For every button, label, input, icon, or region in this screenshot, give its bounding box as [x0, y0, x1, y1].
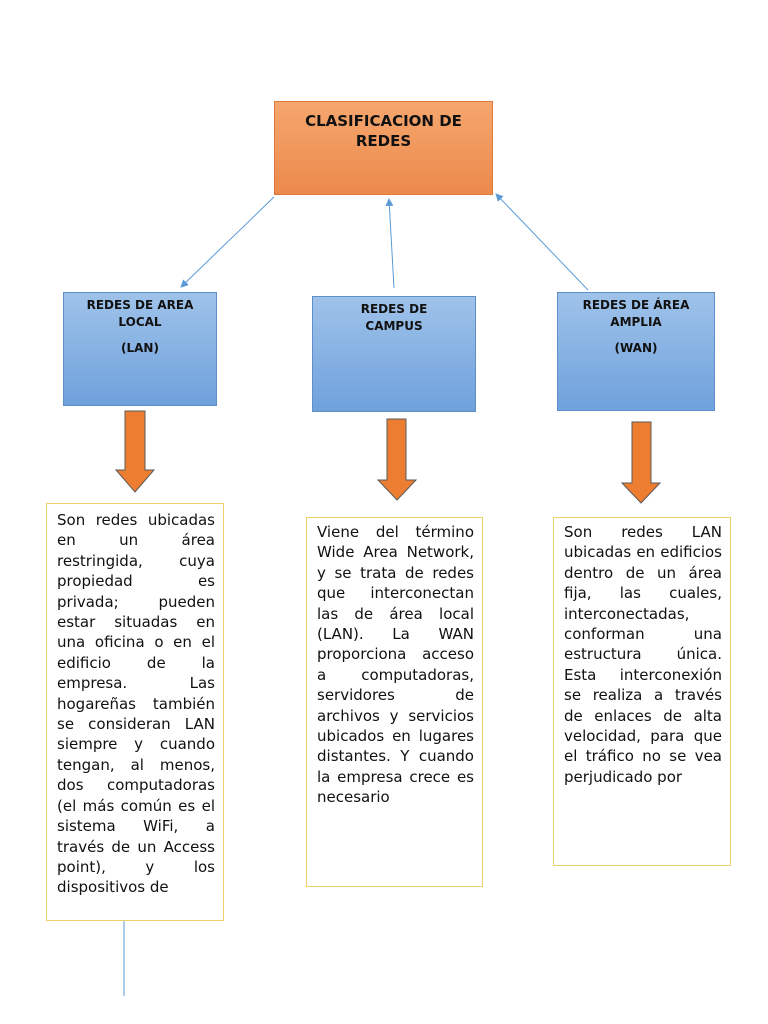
description-campus-text: Viene del término Wide Area Network, y s…: [317, 523, 474, 807]
down-arrow-wan: [620, 421, 662, 504]
root-title: CLASIFICACION DE REDES: [305, 112, 462, 150]
description-lan: Son redes ubicadas en un área restringid…: [46, 503, 224, 921]
connector-lan: [180, 196, 275, 288]
description-wan: Son redes LAN ubicadas en edificios dent…: [553, 517, 731, 866]
description-campus: Viene del término Wide Area Network, y s…: [306, 517, 483, 887]
description-lan-text: Son redes ubicadas en un área restringid…: [57, 511, 215, 897]
category-lan-title: REDES DE AREA LOCAL: [86, 298, 194, 329]
down-arrow-campus: [376, 418, 418, 501]
connector-wan: [495, 193, 589, 291]
category-wan-title: REDES DE ÁREA AMPLIA: [582, 298, 690, 329]
category-campus: REDES DE CAMPUS: [312, 296, 476, 412]
category-lan-abbr: (LAN): [121, 341, 159, 355]
category-campus-title: REDES DE CAMPUS: [360, 302, 428, 333]
category-wan: REDES DE ÁREA AMPLIA (WAN): [557, 292, 715, 411]
connector-campus: [385, 198, 395, 289]
down-arrow-lan: [114, 410, 156, 493]
category-lan: REDES DE AREA LOCAL (LAN): [63, 292, 217, 406]
root-node: CLASIFICACION DE REDES: [274, 101, 493, 195]
description-wan-text: Son redes LAN ubicadas en edificios dent…: [564, 523, 722, 786]
category-wan-abbr: (WAN): [614, 341, 658, 355]
